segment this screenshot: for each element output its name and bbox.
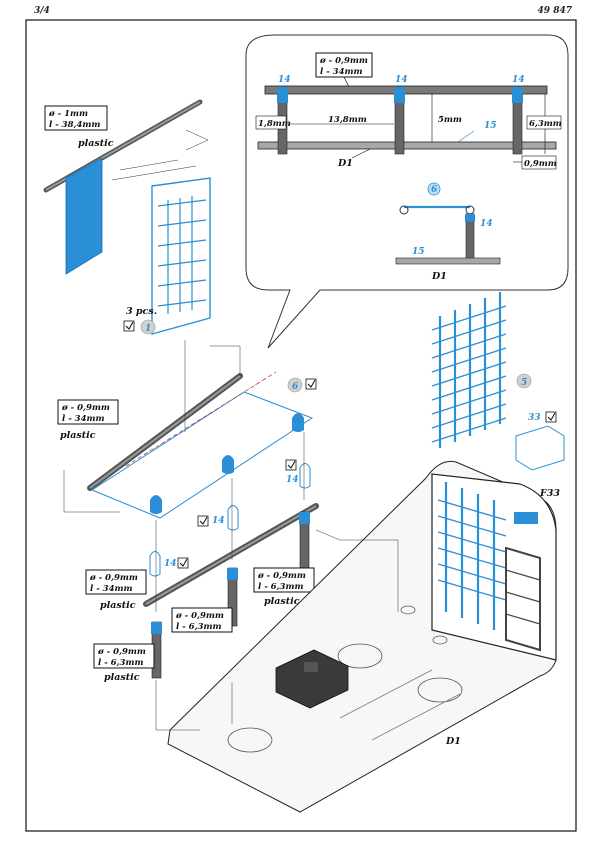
step1-rod-diameter: ø - 1mm <box>48 109 88 119</box>
post-a-material: plastic <box>104 672 140 683</box>
step-1-group: ø - 1mm l - 38,4mm plastic 3 pcs. 1 <box>43 99 211 335</box>
check-icon <box>125 321 134 330</box>
callout-rod-length: l - 34mm <box>320 67 363 77</box>
kit-code: 49 847 <box>537 6 572 16</box>
check-icon <box>179 558 188 567</box>
check-icon <box>547 412 556 421</box>
callout-clip <box>512 87 523 103</box>
check-icon <box>199 516 208 525</box>
part-14-label: 14 <box>164 559 177 569</box>
step1-rod-length: l - 38,4mm <box>49 120 100 130</box>
step1-number: 1 <box>145 324 151 334</box>
part-f33 <box>515 425 565 471</box>
step1-assembled-net <box>65 157 103 275</box>
dim-13-8: 13,8mm <box>328 115 367 125</box>
step6-lower-length: l - 34mm <box>90 584 133 594</box>
hull-center-block <box>275 649 349 709</box>
step-1-marker <box>140 319 156 335</box>
post-b-diameter: ø - 0,9mm <box>175 611 224 621</box>
callout-d1-label: D1 <box>337 158 353 169</box>
hull-f33-placed <box>514 512 538 524</box>
dim-0-9: 0,9mm <box>524 159 557 169</box>
post-a-length: l - 6,3mm <box>98 658 143 668</box>
step1-rod-material: plastic <box>78 138 114 149</box>
step-6-marker <box>427 182 441 196</box>
dim-1-8: 1,8mm <box>258 119 291 129</box>
step-5-marker <box>516 373 532 389</box>
check-icon <box>287 460 296 469</box>
post-b-length: l - 6,3mm <box>176 622 221 632</box>
post-c-material: plastic <box>264 596 300 607</box>
net-panel <box>151 177 211 335</box>
part-14-label: 14 <box>212 516 225 526</box>
callout-part-15: 15 <box>484 121 497 131</box>
callout-clip <box>277 87 288 103</box>
callout-part-14: 14 <box>395 75 408 85</box>
clip <box>150 495 162 514</box>
step6-number: 6 <box>292 382 299 392</box>
step6-lower-diameter: ø - 0,9mm <box>89 573 138 583</box>
hull-d1: D1 <box>155 460 557 813</box>
f33-label: F33 <box>539 488 560 499</box>
callout-step-6: 6 <box>431 185 438 195</box>
callout-side-part-14: 14 <box>480 219 493 229</box>
dim-5: 5mm <box>438 115 462 125</box>
dim-6-3: 6,3mm <box>529 119 562 129</box>
part-14-label: 14 <box>286 475 299 485</box>
step-5-group: 5 33 F33 <box>431 292 565 499</box>
page-frame <box>25 19 577 832</box>
callout-side-d1: D1 <box>431 271 447 282</box>
step33-number: 33 <box>528 413 541 423</box>
page-number: 3/4 <box>34 6 50 16</box>
post-a-diameter: ø - 0,9mm <box>97 647 146 657</box>
step-6-marker <box>287 377 303 393</box>
callout-side-part-15: 15 <box>412 247 425 257</box>
step-6-group: 6 ø - 0,9mm l - 34mm plastic ø - 0,9mm l… <box>57 340 319 683</box>
callout-part-14: 14 <box>512 75 525 85</box>
step1-quantity: 3 pcs. <box>126 306 157 317</box>
step6-upper-length: l - 34mm <box>62 414 105 424</box>
callout-bar-15 <box>257 141 557 150</box>
step5-number: 5 <box>521 378 527 388</box>
clip <box>292 413 304 432</box>
callout-part-14: 14 <box>278 75 291 85</box>
clip <box>222 455 234 474</box>
callout-clip <box>394 87 405 103</box>
check-icon <box>307 379 316 388</box>
shelf-plate <box>90 391 314 519</box>
post-c-diameter: ø - 0,9mm <box>257 571 306 581</box>
post-c-length: l - 6,3mm <box>258 582 303 592</box>
step6-upper-material: plastic <box>60 430 96 441</box>
callout-rod-spec-box <box>315 52 373 78</box>
detail-callout: ø - 0,9mm l - 34mm 14 14 14 15 1,8mm <box>245 34 569 349</box>
hull-d1-label: D1 <box>445 736 461 747</box>
callout-rod-diameter: ø - 0,9mm <box>319 56 368 66</box>
step6-lower-material: plastic <box>100 600 136 611</box>
step6-upper-diameter: ø - 0,9mm <box>61 403 110 413</box>
callout-top-rod <box>264 85 548 95</box>
